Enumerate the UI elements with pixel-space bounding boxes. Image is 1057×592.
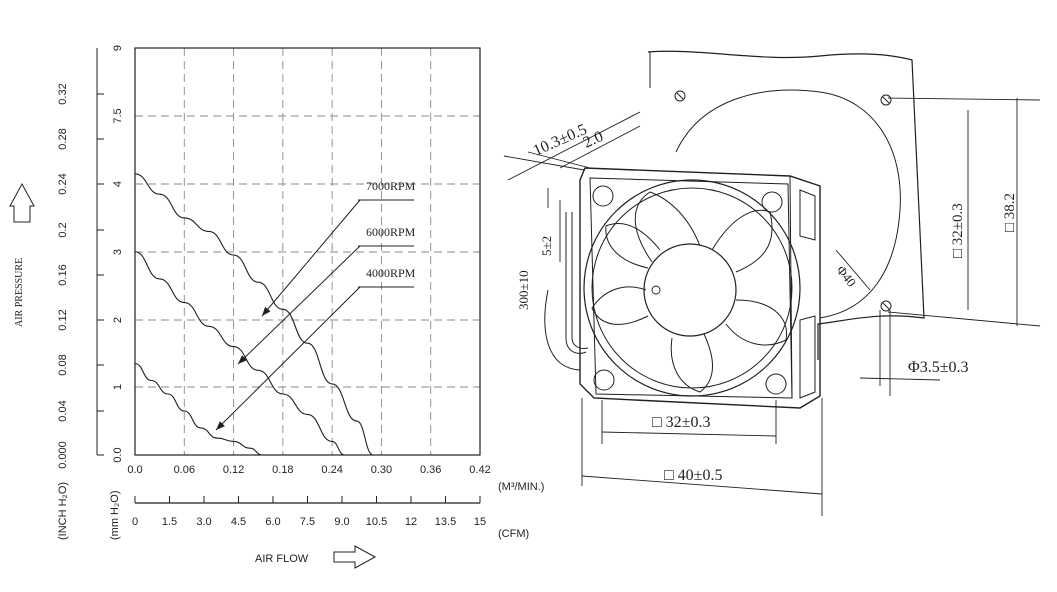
dim-guard: 2.0	[581, 128, 606, 152]
plot-frame	[134, 47, 481, 456]
series-line-4000rpm	[134, 362, 263, 456]
screw-icon	[880, 94, 892, 106]
y-arrow-icon	[9, 182, 35, 223]
y-tick-label-mm: 2	[112, 317, 124, 323]
x-tick-label-m3: 0.36	[420, 464, 441, 476]
dim-outer-bottom: □ 40±0.5	[664, 467, 722, 484]
y-tick-label-inch: 0.12	[57, 309, 69, 330]
fan-blades	[591, 191, 787, 393]
series-line-7000rpm	[134, 173, 374, 456]
y-tick-label-mm: 9	[112, 45, 124, 51]
y-axis-left: 0.000 0.04 0.08 0.12 0.16 0.2 0.24 0.28 0.32	[57, 48, 104, 469]
y-unit-left: (INCH H₂O)	[57, 482, 69, 540]
series-leaders: 7000RPM 6000RPM 4000RPM	[215, 179, 416, 431]
dim-diameter: Φ40	[834, 263, 860, 290]
x-tick-label-cfm: 15	[474, 516, 486, 528]
y-tick-label-mm: 3	[112, 249, 124, 255]
x-axis-top: 0.0 0.06 0.12 0.18 0.24 0.30 0.36 0.42	[127, 464, 490, 476]
y-tick-label-inch: 0.28	[57, 128, 69, 149]
x-tick-label-cfm: 3.0	[196, 516, 211, 528]
y-tick-label-mm: 0.0	[112, 447, 124, 462]
y-tick-label-inch: 0.32	[57, 83, 69, 104]
dim-lead-length: 300±10	[516, 270, 531, 310]
dim-thickness: 10.3±0.5	[531, 121, 590, 160]
x-tick-label-cfm: 7.5	[300, 516, 315, 528]
leader-arrow-icon	[262, 306, 271, 316]
x-tick-label-m3: 0.24	[321, 464, 342, 476]
screw-icon	[880, 300, 892, 312]
y-tick-label-mm: 1	[112, 384, 124, 390]
y-tick-label-inch: 0.16	[57, 264, 69, 285]
x-tick-label-cfm: 4.5	[231, 516, 246, 528]
x-axis-label: AIR FLOW	[255, 553, 309, 565]
rear-shroud	[675, 89, 901, 319]
x-tick-label-cfm: 0	[132, 516, 138, 528]
series-label-6000rpm: 6000RPM	[366, 225, 416, 239]
x-axis-bottom: 0 1.5 3.0 4.5 6.0 7.5 9.0 10.5 12 13.5 15	[132, 496, 486, 528]
x-unit-top: (M³/MIN.)	[498, 481, 544, 493]
x-tick-label-cfm: 6.0	[265, 516, 280, 528]
y-tick-label-inch: 0.08	[57, 354, 69, 375]
x-tick-label-m3: 0.0	[127, 464, 142, 476]
dim-strip: 5±2	[539, 236, 554, 256]
y-tick-label-inch: 0.04	[57, 400, 69, 421]
dim-hole-pitch-right: □ 32±0.3	[950, 203, 966, 258]
lead-wire	[565, 212, 587, 354]
y-axis-mm: 0.0 1 2 3 4 7.5 9	[112, 45, 124, 463]
x-unit-bottom: (CFM)	[498, 528, 529, 540]
x-tick-label-cfm: 1.5	[162, 516, 177, 528]
series-label-4000rpm: 4000RPM	[366, 266, 416, 280]
leader-arrow-icon	[238, 355, 247, 364]
x-tick-label-m3: 0.12	[223, 464, 244, 476]
y-tick-label-inch: 0.000	[57, 441, 69, 469]
y-tick-label-mm: 7.5	[112, 108, 124, 123]
y-tick-label-mm: 4	[112, 181, 124, 187]
series-line-6000rpm	[134, 251, 345, 456]
x-tick-label-cfm: 9.0	[334, 516, 349, 528]
x-tick-label-m3: 0.30	[371, 464, 392, 476]
x-arrow-icon	[333, 545, 377, 569]
fan-drawing: 10.3±0.5 2.0 300±10 5±2 Φ40 □ 32±0.3 □ 3…	[503, 50, 1041, 516]
y-tick-label-inch: 0.24	[57, 173, 69, 194]
fan-frame	[579, 167, 821, 409]
dim-hole-pitch-bottom: □ 32±0.3	[652, 414, 710, 431]
series-leader-line	[261, 199, 361, 317]
series-label-7000rpm: 7000RPM	[366, 179, 416, 193]
fan-hub	[643, 243, 737, 337]
x-tick-label-cfm: 12	[405, 516, 417, 528]
series-lines	[134, 173, 374, 456]
x-tick-label-cfm: 13.5	[435, 516, 456, 528]
series-leader-line	[237, 245, 361, 365]
y-axis-label: AIR PRESSURE	[14, 258, 25, 327]
x-tick-label-cfm: 10.5	[366, 516, 387, 528]
dimension-lines	[503, 97, 1041, 516]
y-unit-right: (mm H₂O)	[109, 491, 121, 540]
series-leader-line	[215, 286, 361, 431]
grid	[135, 48, 480, 455]
leader-arrow-icon	[216, 421, 225, 430]
rear-housing	[647, 50, 925, 360]
y-tick-label-inch: 0.2	[57, 222, 69, 237]
screw-icon	[674, 90, 686, 102]
dim-hole: Φ3.5±0.3	[908, 359, 968, 376]
x-tick-label-m3: 0.06	[174, 464, 195, 476]
x-tick-label-m3: 0.42	[469, 464, 490, 476]
x-tick-label-m3: 0.18	[272, 464, 293, 476]
dim-outer-right: □ 38.2	[1002, 193, 1018, 232]
